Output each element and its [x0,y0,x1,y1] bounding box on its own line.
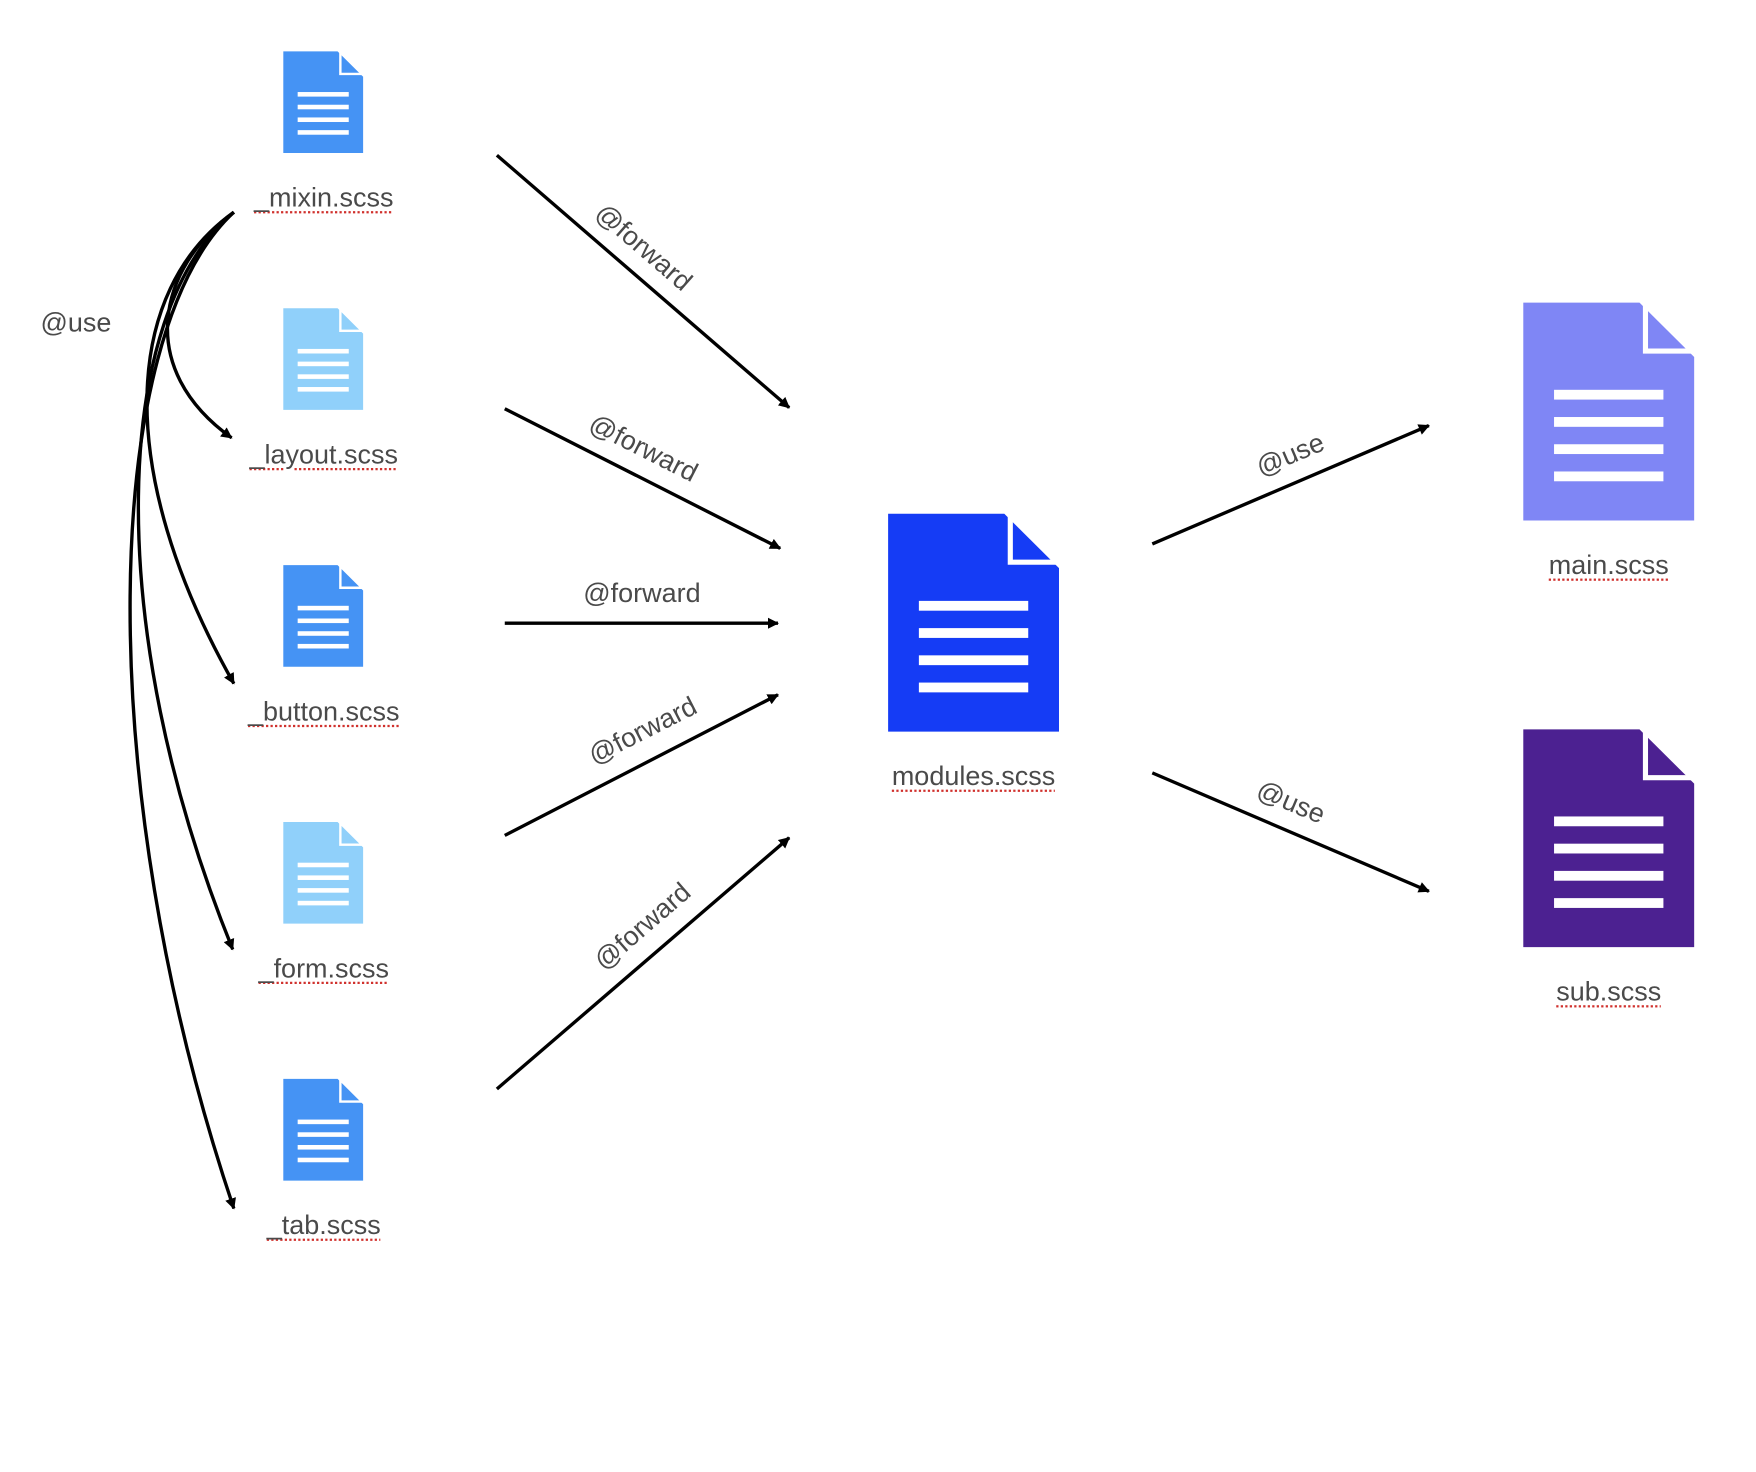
mixin-document-icon [283,51,363,153]
form-file-label: _form.scss [259,954,389,985]
document-body [283,51,363,153]
document-text-line [1554,816,1663,826]
document-text-line [1554,444,1663,454]
document-text-line [298,1145,349,1150]
document-text-line [1554,390,1663,400]
document-text-line [298,863,349,868]
document-text-line [919,683,1028,693]
document-text-line [919,628,1028,638]
document-text-line [298,606,349,611]
sub-document-icon [1523,729,1694,947]
document-text-line [298,1158,349,1163]
document-text-line [298,349,349,354]
tab-document-icon [283,1079,363,1181]
document-text-line [1554,898,1663,908]
document-text-line [298,105,349,110]
document-body [283,822,363,924]
document-text-line [298,644,349,649]
document-body [888,514,1059,732]
document-body [283,308,363,410]
document-text-line [1554,417,1663,427]
document-text-line [919,601,1028,611]
document-body [283,565,363,667]
main-file-label: main.scss [1549,551,1669,582]
tab-file-label: _tab.scss [267,1211,381,1242]
use-arrow-mixin-to-tab [130,212,234,1208]
modules-file-label: modules.scss [892,762,1055,793]
document-text-line [298,92,349,97]
forward-arrow-mixin [497,155,789,407]
document-text-line [298,362,349,367]
document-text-line [298,130,349,135]
form-document-icon [283,822,363,924]
modules-document-icon [888,514,1059,732]
document-text-line [298,117,349,122]
document-text-line [1554,871,1663,881]
use-label-partials: @use [40,308,111,339]
document-text-line [298,875,349,880]
document-text-line [298,374,349,379]
layout-file-label: _layout.scss [250,440,398,471]
document-text-line [298,631,349,636]
layout-document-icon [283,308,363,410]
forward-label-button: @forward [583,579,700,610]
document-body [1523,303,1694,521]
document-text-line [298,1132,349,1137]
button-file-label: _button.scss [248,697,399,728]
main-document-icon [1523,303,1694,521]
document-text-line [919,655,1028,665]
sub-file-label: sub.scss [1556,977,1661,1008]
document-body [1523,729,1694,947]
document-text-line [298,387,349,392]
mixin-file-label: _mixin.scss [254,183,393,214]
document-text-line [298,901,349,906]
forward-arrow-layout [505,409,780,549]
document-text-line [298,619,349,624]
button-document-icon [283,565,363,667]
document-text-line [298,888,349,893]
document-text-line [1554,844,1663,854]
forward-arrow-tab [497,838,789,1089]
document-text-line [298,1120,349,1125]
document-body [283,1079,363,1181]
use-arrow-mixin-to-button [147,212,234,683]
document-text-line [1554,471,1663,481]
